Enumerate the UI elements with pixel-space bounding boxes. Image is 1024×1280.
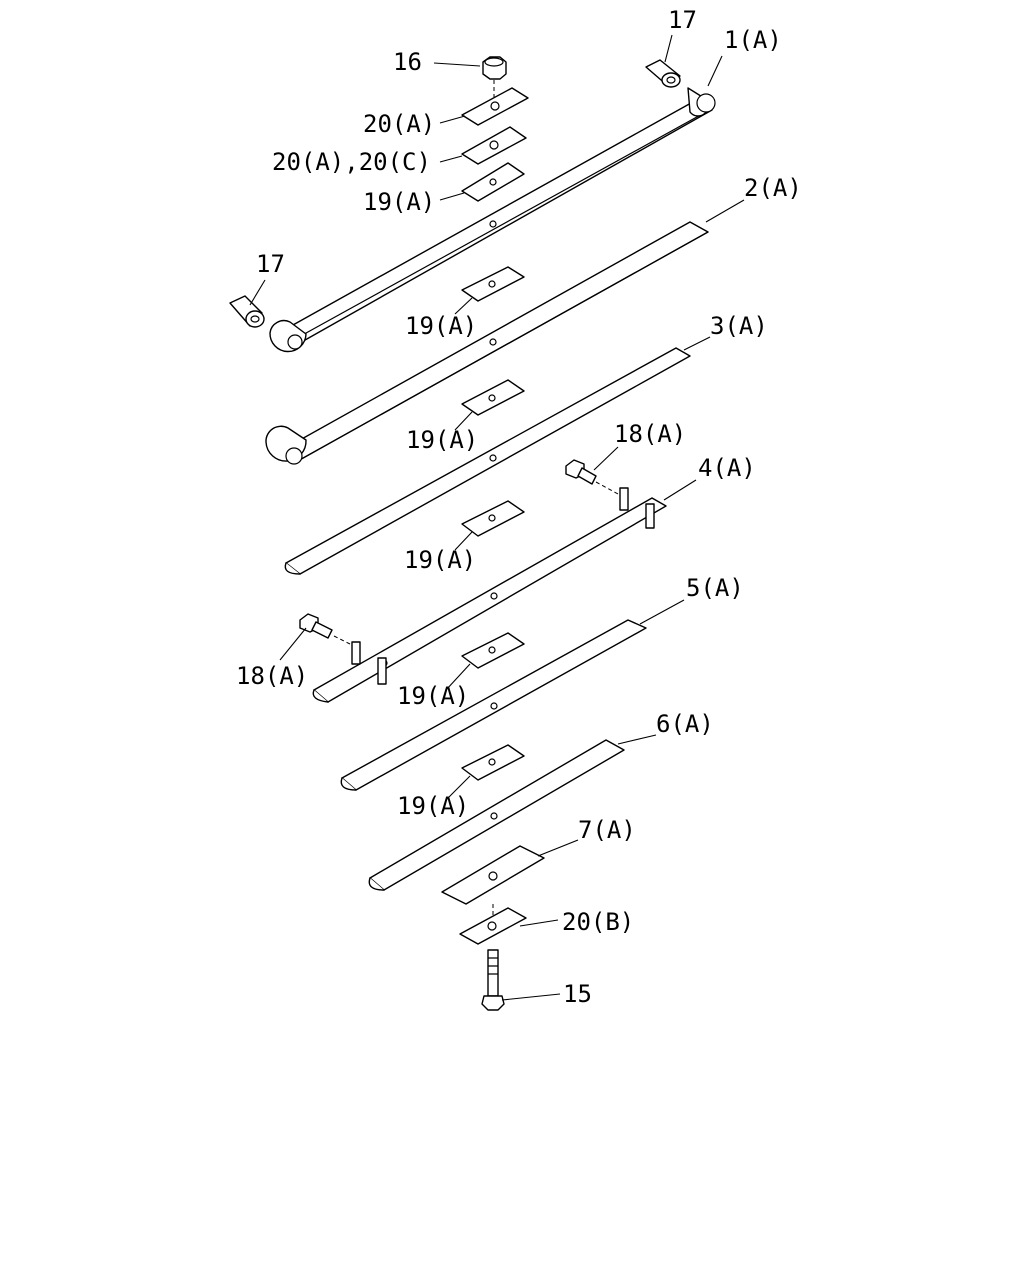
label-6a: 6(A)	[656, 710, 714, 738]
label-20b: 20(B)	[562, 908, 634, 936]
plate-19a-3	[461, 379, 525, 416]
leaf-5	[340, 619, 647, 791]
label-18a-left: 18(A)	[236, 662, 308, 690]
label-5a: 5(A)	[686, 574, 744, 602]
plate-20a-20c	[461, 126, 527, 165]
leaf-6	[368, 739, 625, 891]
leaf-7	[441, 845, 545, 905]
label-2a: 2(A)	[744, 174, 802, 202]
callout-labels: 16 17 1(A) 20(A) 20(A),20(C) 19(A) 2(A) …	[236, 6, 802, 1008]
bushing-17-left	[229, 295, 265, 328]
leaf-2	[265, 221, 709, 465]
plate-19a-6	[461, 744, 525, 781]
plate-20b	[459, 907, 527, 945]
label-20a-20c: 20(A),20(C)	[272, 148, 431, 176]
bolt-18a-left	[299, 613, 351, 645]
bushing-17-top	[645, 59, 681, 88]
label-19a-2: 19(A)	[405, 312, 477, 340]
label-15: 15	[563, 980, 592, 1008]
label-18a-top: 18(A)	[614, 420, 686, 448]
label-19a-4: 19(A)	[404, 546, 476, 574]
plate-20a-top	[461, 87, 529, 126]
label-4a: 4(A)	[698, 454, 756, 482]
label-19a-3: 19(A)	[406, 426, 478, 454]
label-7a: 7(A)	[578, 816, 636, 844]
leader-lines	[249, 34, 745, 1001]
label-20a-top: 20(A)	[363, 110, 435, 138]
label-1a: 1(A)	[724, 26, 782, 54]
label-19a-5: 19(A)	[397, 682, 469, 710]
leaf-1-main	[269, 87, 716, 353]
label-3a: 3(A)	[710, 312, 768, 340]
bolt-18a-top	[565, 459, 619, 495]
leaf-4	[312, 487, 667, 703]
label-19a-top: 19(A)	[363, 188, 435, 216]
center-bolt-15	[481, 949, 505, 1011]
label-17-top: 17	[668, 6, 697, 34]
plate-19a-4	[461, 500, 525, 537]
nut-16	[482, 56, 507, 104]
label-16: 16	[393, 48, 422, 76]
plate-19a-top	[461, 162, 525, 202]
label-17-left: 17	[256, 250, 285, 278]
plate-19a-2	[461, 266, 525, 302]
label-19a-6: 19(A)	[397, 792, 469, 820]
plate-19a-5	[461, 632, 525, 669]
leaf-3	[284, 347, 691, 575]
